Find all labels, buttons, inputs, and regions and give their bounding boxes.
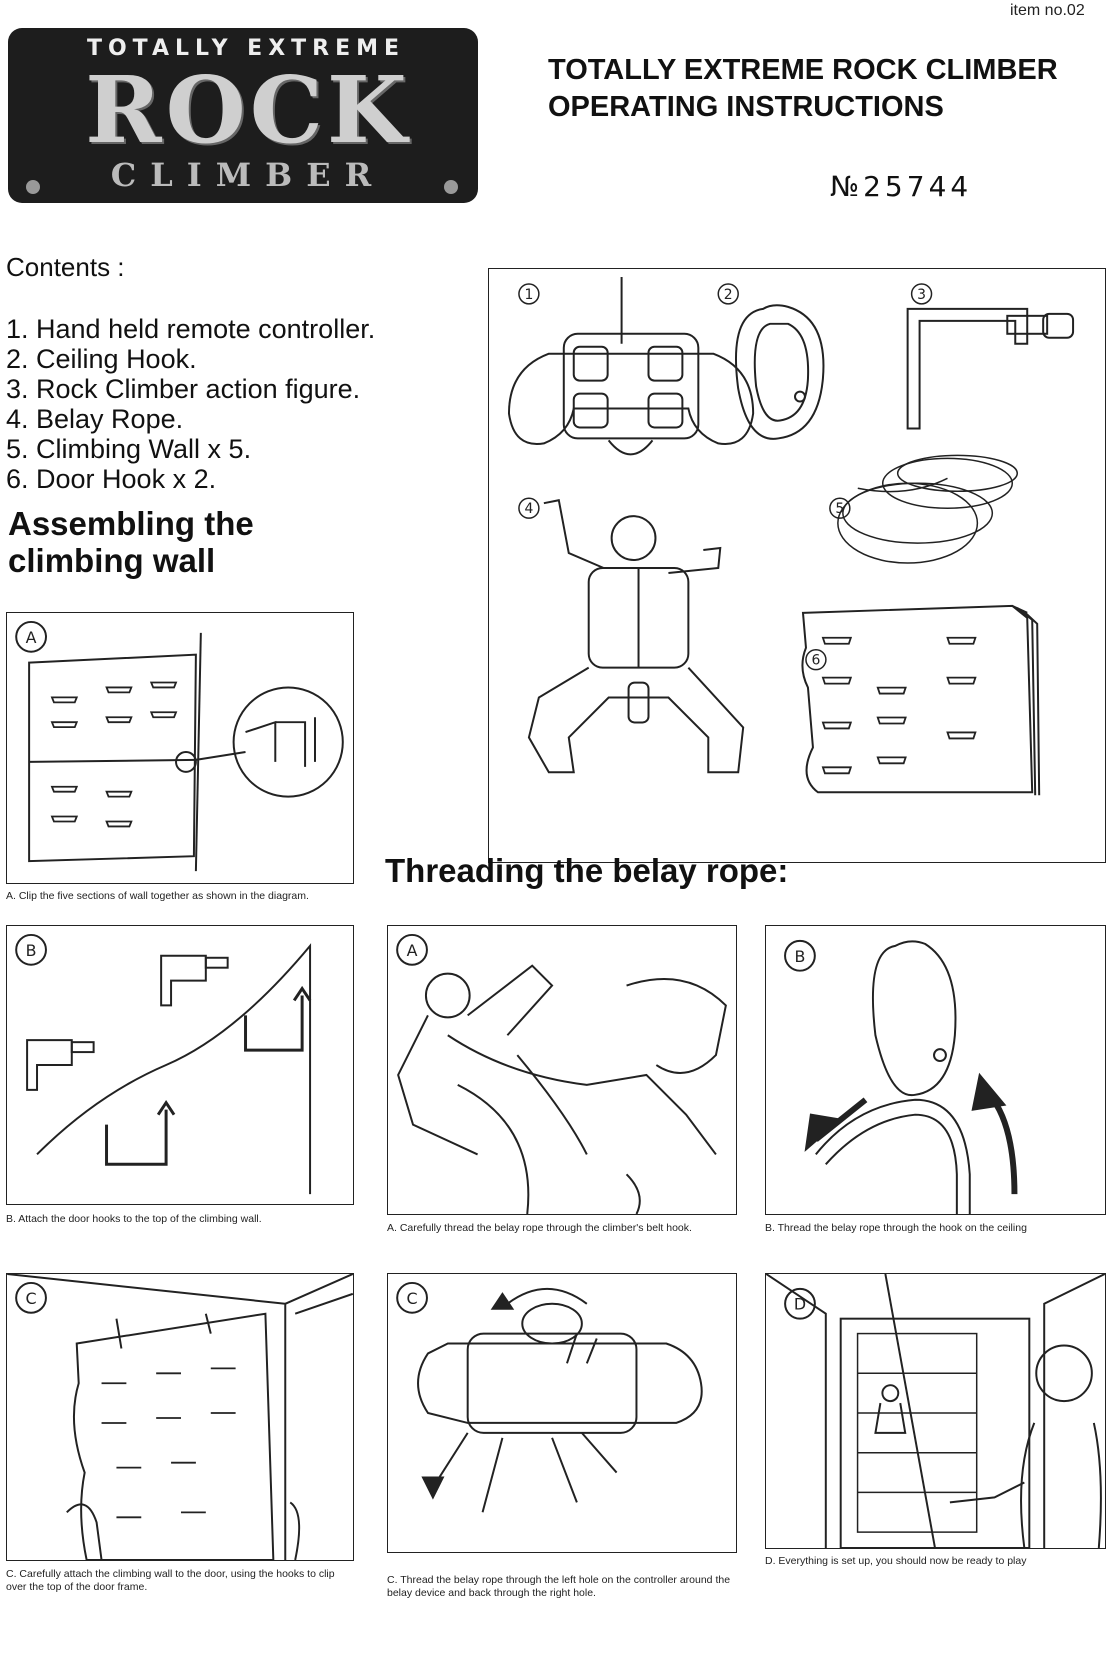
assembling-step-a-caption: A. Clip the five sections of wall togeth… — [6, 890, 309, 902]
product-number: №25744 — [830, 170, 973, 203]
logo-top-text: TOTALLY EXTREME — [86, 36, 406, 61]
threading-step-a-panel: A — [387, 925, 737, 1215]
assembling-step-c-panel: C — [6, 1273, 354, 1561]
threading-step-d-caption: D. Everything is set up, you should now … — [765, 1555, 1027, 1567]
contents-item: 3. Rock Climber action figure. — [6, 374, 361, 404]
step-badge: A — [26, 628, 37, 647]
step-badge: A — [407, 941, 418, 960]
door-hook-icon — [906, 307, 1075, 430]
assembling-step-a-panel: A — [6, 612, 354, 884]
threading-step-b-caption: B. Thread the belay rope through the hoo… — [765, 1222, 1027, 1234]
parts-diagram: 1 2 3 4 5 6 — [488, 268, 1106, 863]
belay-rope-icon — [837, 454, 1019, 564]
part-label: 4 — [524, 501, 533, 517]
title-line-2: OPERATING INSTRUCTIONS — [548, 91, 944, 123]
assembling-step-c-caption: C. Carefully attach the climbing wall to… — [6, 1568, 335, 1593]
brand-logo: TOTALLY EXTREME ROCK CLIMBER — [8, 28, 478, 203]
part-label: 2 — [724, 287, 733, 303]
assembling-heading: Assembling the climbing wall — [8, 505, 254, 579]
step-badge: C — [25, 1289, 36, 1308]
title-line-1: TOTALLY EXTREME ROCK CLIMBER — [548, 54, 1058, 86]
contents-list: 1. Hand held remote controller. 2. Ceili… — [6, 314, 375, 494]
threading-step-c-panel: C — [387, 1273, 737, 1553]
step-badge: B — [794, 947, 805, 966]
action-figure-icon — [527, 499, 745, 774]
climbing-wall-panel-icon — [801, 604, 1041, 796]
step-badge: B — [26, 941, 37, 960]
step-badge: C — [407, 1289, 418, 1308]
threading-step-d-panel: D — [765, 1273, 1106, 1549]
threading-step-b-panel: B — [765, 925, 1106, 1215]
part-label: 6 — [811, 653, 820, 669]
logo-main-text: ROCK — [85, 56, 411, 164]
contents-item: 4. Belay Rope. — [6, 404, 184, 434]
item-number: item no.02 — [1010, 2, 1085, 19]
threading-step-c-caption: C. Thread the belay rope through the lef… — [387, 1574, 731, 1599]
contents-item: 6. Door Hook x 2. — [6, 464, 217, 494]
part-label: 5 — [835, 501, 844, 517]
part-label: 3 — [917, 287, 926, 303]
remote-controller-icon — [507, 276, 755, 456]
threading-heading: Threading the belay rope: — [385, 852, 789, 889]
document-title: TOTALLY EXTREME ROCK CLIMBER OPERATING I… — [548, 52, 1106, 126]
contents-heading: Contents : — [6, 252, 125, 282]
contents-item: 2. Ceiling Hook. — [6, 344, 197, 374]
threading-step-a-caption: A. Carefully thread the belay rope throu… — [387, 1222, 692, 1234]
assembling-step-b-panel: B — [6, 925, 354, 1205]
part-label: 1 — [524, 287, 533, 303]
ceiling-hook-icon — [735, 304, 825, 440]
contents-item: 5. Climbing Wall x 5. — [6, 434, 252, 464]
contents-item: 1. Hand held remote controller. — [6, 314, 376, 344]
logo-sub-text: CLIMBER — [110, 156, 386, 194]
assembling-step-b-caption: B. Attach the door hooks to the top of t… — [6, 1213, 262, 1225]
